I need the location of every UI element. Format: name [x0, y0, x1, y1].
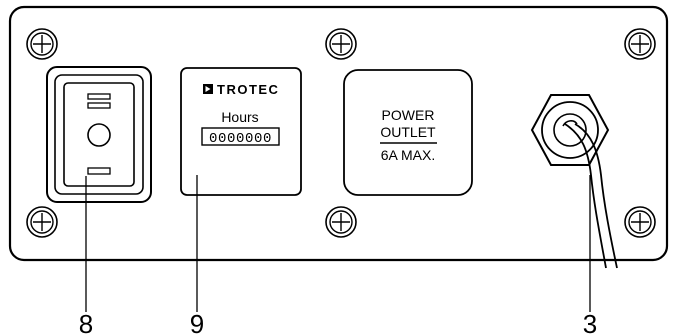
- panel-frame: [8, 5, 669, 262]
- callout-3: 3: [583, 309, 597, 336]
- screw-top-left-icon: [26, 28, 58, 60]
- callout-8: 8: [79, 309, 93, 336]
- cable-gland: [530, 94, 618, 269]
- hour-counter: TROTEC Hours 0000000: [180, 67, 302, 196]
- outlet-line3: 6A MAX.: [381, 147, 435, 163]
- screw-bottom-right-icon: [624, 206, 656, 238]
- screw-top-right-icon: [624, 28, 656, 60]
- power-outlet-label: POWER OUTLET 6A MAX.: [343, 69, 473, 196]
- hours-label: Hours: [221, 109, 258, 125]
- outlet-line1: POWER: [382, 107, 435, 123]
- screw-bottom-left-icon: [26, 206, 58, 238]
- callout-9: 9: [190, 309, 204, 336]
- rocker-switch: [46, 66, 152, 203]
- outlet-line2: OUTLET: [380, 124, 436, 140]
- screw-bottom-center-icon: [325, 206, 357, 238]
- hour-digits: 0000000: [209, 131, 272, 147]
- brand-label: TROTEC: [217, 82, 279, 97]
- screw-top-center-icon: [325, 28, 357, 60]
- digit-window: [201, 127, 280, 146]
